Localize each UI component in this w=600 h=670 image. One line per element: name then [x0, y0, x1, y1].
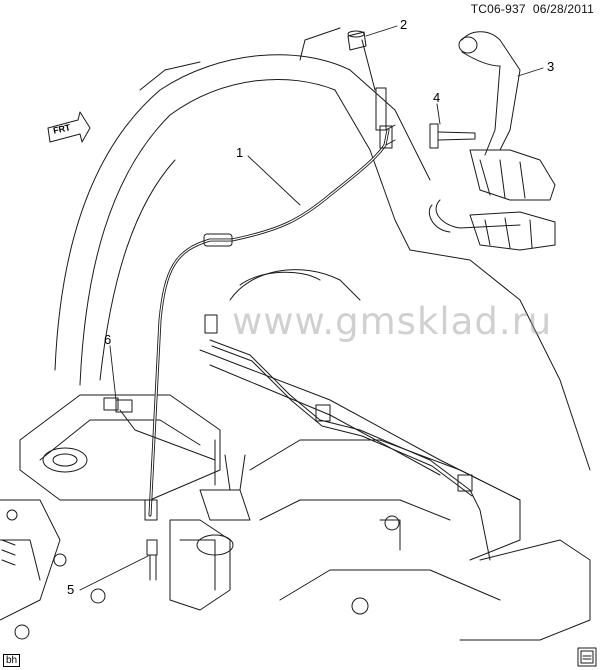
vent-hose — [428, 31, 556, 251]
cap-part — [347, 30, 376, 91]
front-arrow-icon — [47, 111, 91, 143]
corner-tag: bh — [3, 654, 21, 667]
brake-hose — [144, 87, 396, 581]
axle-housing — [0, 394, 251, 640]
fitting-part — [103, 397, 216, 486]
watermark-text: www.gmsklad.ru — [232, 300, 553, 343]
diagram-code: TC06-937 — [470, 2, 526, 16]
callout-4: 4 — [433, 90, 441, 105]
corner-logo — [577, 647, 597, 667]
callout-5: 5 — [67, 582, 75, 597]
bolt-part — [429, 123, 476, 149]
diagram-header: TC06-937 06/28/2011 — [471, 2, 594, 16]
diagram-date: 06/28/2011 — [532, 2, 594, 16]
brake-line — [204, 314, 491, 561]
callout-6: 6 — [104, 332, 112, 347]
leader-lines — [79, 25, 544, 591]
callout-1: 1 — [236, 145, 244, 160]
callout-2: 2 — [400, 17, 408, 32]
wheelhouse-outline — [54, 27, 591, 471]
callout-3: 3 — [547, 59, 555, 74]
frame-rail — [199, 349, 591, 641]
